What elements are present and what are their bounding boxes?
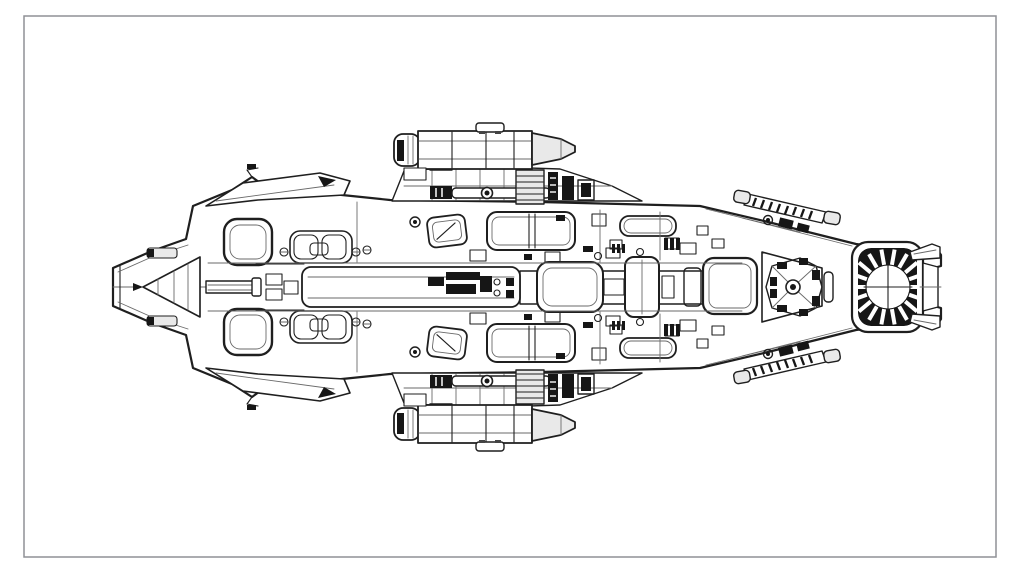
cabin-windows — [409, 211, 709, 252]
engine-nacelle — [393, 122, 576, 181]
tail-center — [919, 262, 942, 312]
border-frame — [23, 15, 997, 558]
equipment-deck — [391, 151, 643, 205]
nose-cone — [112, 256, 211, 318]
starboard-half-details — [117, 122, 941, 273]
aft-turbine-fan — [850, 240, 925, 334]
aft-machinery-block — [761, 251, 834, 323]
turbine-blades — [858, 249, 917, 325]
midship-modules — [536, 256, 759, 318]
gearbox-greebles — [428, 272, 514, 298]
aft-greeble-row — [762, 214, 810, 234]
canard-wing — [205, 164, 351, 207]
tail-bracket — [909, 243, 941, 261]
pod-hatch — [222, 201, 358, 267]
nose-band-lines — [117, 244, 189, 273]
midship-small-modules — [362, 238, 725, 263]
sensor-ladder — [733, 189, 841, 226]
